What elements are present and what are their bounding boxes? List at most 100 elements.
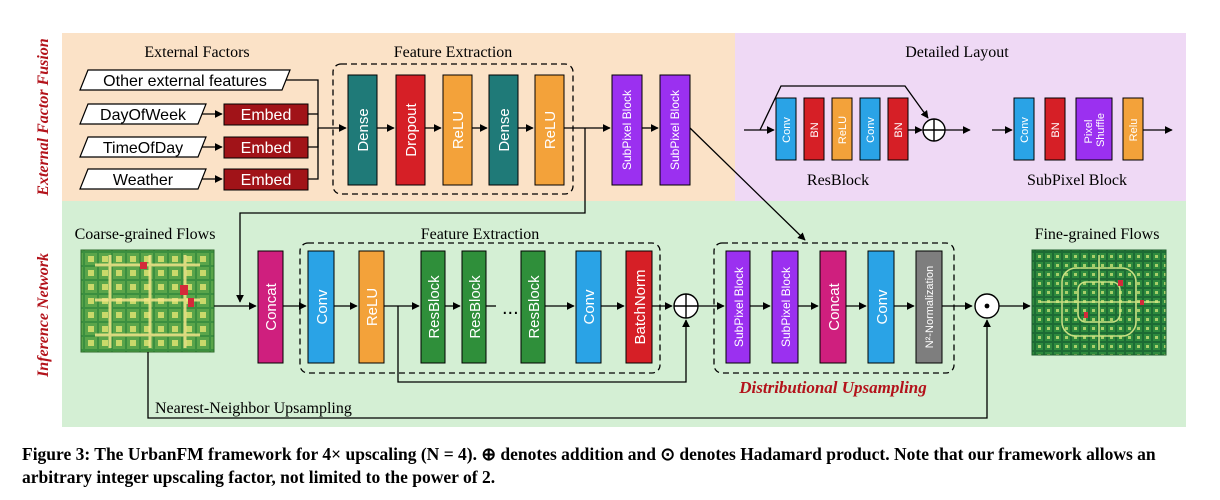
bottom-blocks: Concat Conv ReLU ResBlock ResBlock ... R… — [257, 250, 699, 364]
batchnorm-label: BatchNorm — [632, 269, 649, 344]
conv-label-1: Conv — [314, 289, 331, 325]
res-conv-2 — [859, 97, 881, 161]
subpixel-detail: Conv BN Pixel Shuffle Relu SubPixel Bloc… — [992, 97, 1173, 189]
dense-label-2: Dense — [496, 108, 513, 151]
concat-block-2 — [819, 250, 847, 364]
sp-bn — [1044, 97, 1066, 161]
side-label-top: External Factor Fusion — [35, 38, 52, 196]
top-feature-extraction-box — [332, 63, 574, 195]
res-bn-2 — [887, 97, 909, 161]
inference-panel — [62, 201, 1186, 427]
subpixel-detail-title: SubPixel Block — [1027, 172, 1127, 189]
concat-label-2: Concat — [826, 282, 843, 330]
batchnorm-block — [625, 250, 653, 364]
sp-pixel-shuffle — [1075, 97, 1113, 161]
relu-label-3: ReLU — [364, 288, 381, 326]
top-subpixel-1 — [611, 74, 643, 186]
conv-block-1 — [307, 250, 335, 364]
resblock-title: ResBlock — [807, 172, 869, 189]
res-bn-1 — [803, 97, 825, 161]
dense-block-1 — [347, 74, 378, 186]
top-subpixel-label-1: SubPixel Block — [620, 89, 634, 170]
du-subpixel-label-1: SubPixel Block — [732, 266, 746, 347]
side-label-bottom: Inference Network — [35, 253, 52, 378]
conv-block-3 — [867, 250, 895, 364]
res-bn-1-label: BN — [809, 122, 821, 137]
relu-block-3 — [358, 250, 385, 364]
sp-conv-label: Conv — [1019, 117, 1031, 143]
fine-title: Fine-grained Flows — [1035, 226, 1160, 243]
du-subpixel-2 — [771, 250, 799, 364]
sp-conv — [1013, 97, 1035, 161]
coarse-map — [80, 249, 215, 353]
input-other — [79, 69, 291, 91]
sp-relu-label: Relu — [1128, 119, 1140, 142]
res-conv-1-label: Conv — [781, 117, 793, 143]
dropout-label: Dropout — [403, 102, 420, 156]
relu-label-1: ReLU — [450, 111, 467, 149]
bottom-feature-extraction-title: Feature Extraction — [421, 226, 540, 243]
input-timeofday — [79, 136, 207, 158]
du-subpixel-1 — [725, 250, 751, 364]
top-merge-lines — [286, 79, 347, 180]
concat-block-1 — [257, 250, 284, 364]
sp-relu — [1122, 97, 1144, 161]
input-weather-label: Weather — [113, 172, 174, 189]
input-other-label: Other external features — [103, 73, 267, 90]
resblock-2 — [461, 250, 487, 364]
res-relu-label: ReLU — [837, 116, 849, 144]
input-weather — [79, 168, 207, 190]
resblock-label-3: ResBlock — [526, 275, 543, 339]
relu-label-2: ReLU — [542, 111, 559, 149]
coarse-title: Coarse-grained Flows — [75, 226, 216, 243]
urbanfm-diagram: External Factor Fusion Inference Network… — [35, 33, 1186, 427]
sp-pixel-shuffle-word-2: Shuffle — [1095, 113, 1107, 147]
embed-label-2: Embed — [241, 140, 292, 157]
resblock-detail: Conv BN ReLU Conv BN ResBlock — [744, 85, 971, 189]
detailed-layout-title: Detailed Layout — [905, 44, 1009, 61]
distributional-upsampling-box — [713, 242, 955, 374]
relu-block-1 — [442, 74, 473, 186]
resblock-label-1: ResBlock — [426, 275, 443, 339]
relu-block-2 — [534, 74, 565, 186]
sp-pixel-shuffle-word-1: Pixel — [1083, 120, 1095, 144]
n2-normalization-label: N²-Normalization — [924, 266, 936, 349]
dropout-block — [395, 74, 426, 186]
res-conv-1 — [775, 97, 797, 161]
embed-label-3: Embed — [241, 172, 292, 189]
caption-label: Figure 3: — [22, 444, 91, 464]
figure-caption: Figure 3: The UrbanFM framework for 4× u… — [22, 443, 1207, 489]
res-bn-2-label: BN — [893, 122, 905, 137]
top-subpixel-label-2: SubPixel Block — [668, 89, 682, 170]
top-fe-blocks: Dense Dropout ReLU Dense ReLU — [347, 74, 565, 186]
resblock-ellipsis: ... — [502, 297, 519, 319]
input-parallelograms: Other external features DayOfWeek TimeOf… — [79, 69, 291, 190]
resblock-3 — [520, 250, 546, 364]
input-dayofweek-label: DayOfWeek — [100, 107, 187, 124]
sp-bn-label: BN — [1050, 122, 1062, 137]
resblock-label-2: ResBlock — [467, 275, 484, 339]
nn-upsampling-label: Nearest-Neighbor Upsampling — [155, 400, 352, 417]
input-timeofday-label: TimeOfDay — [103, 140, 183, 157]
external-factors-title: External Factors — [144, 44, 249, 61]
resblock-1 — [420, 250, 446, 364]
du-title: Distributional Upsampling — [738, 378, 927, 397]
dense-block-2 — [488, 74, 519, 186]
concat-label-1: Concat — [263, 282, 280, 330]
conv-label-3: Conv — [874, 289, 891, 325]
conv-block-2 — [575, 250, 602, 364]
bottom-feature-extraction-box — [299, 242, 661, 374]
n2-normalization-block — [915, 250, 943, 364]
du-blocks: SubPixel Block SubPixel Block Concat Con… — [725, 250, 1000, 364]
sp-pixel-shuffle-label: Pixel Shuffle — [1083, 113, 1107, 147]
caption-text: The UrbanFM framework for 4× upscaling (… — [22, 444, 1156, 487]
top-feature-extraction-title: Feature Extraction — [394, 44, 513, 61]
dense-label-1: Dense — [355, 108, 372, 151]
conv-label-2: Conv — [581, 289, 598, 325]
input-dayofweek — [79, 103, 207, 125]
bottom-flow-lines — [147, 127, 1031, 419]
embed-label-1: Embed — [241, 107, 292, 124]
res-conv-2-label: Conv — [865, 117, 877, 143]
du-subpixel-label-2: SubPixel Block — [779, 266, 793, 347]
top-subpixel-blocks: SubPixel Block SubPixel Block — [564, 74, 691, 186]
